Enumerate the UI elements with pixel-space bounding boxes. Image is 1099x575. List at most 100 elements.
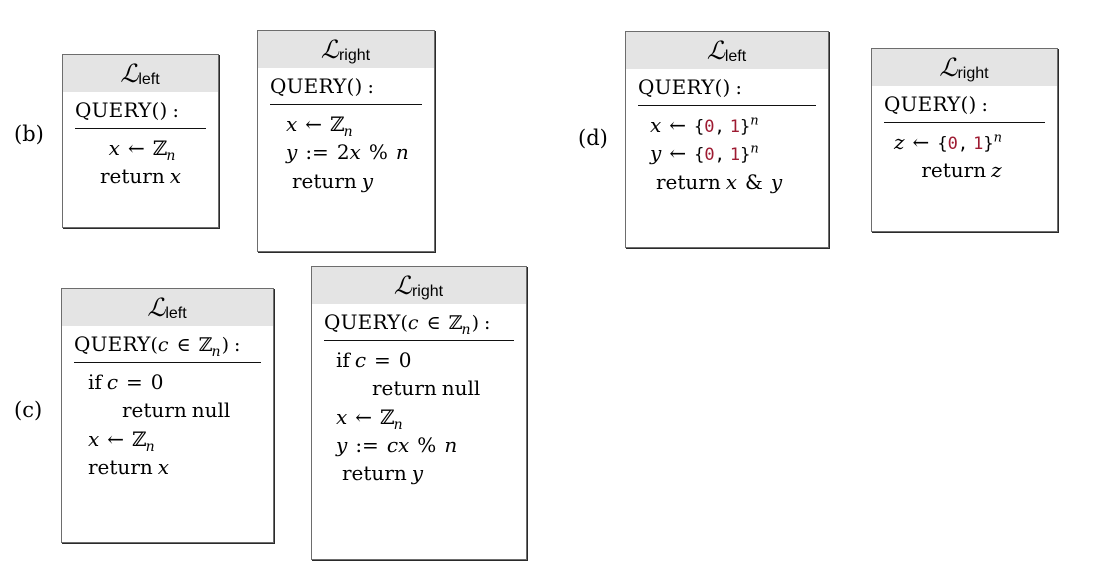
subscript-n: n xyxy=(461,321,471,338)
library-subscript: left xyxy=(138,71,160,88)
var-y: y xyxy=(361,168,374,193)
brace-open: { xyxy=(937,133,948,154)
figure-label-b: (b) xyxy=(14,122,44,146)
library-title-b-left: ℒleft xyxy=(63,55,218,92)
library-name: ℒleft xyxy=(706,36,747,65)
bit-one: 1 xyxy=(729,116,741,137)
equals-op: = xyxy=(374,347,391,372)
procedure-signature: QUERY(): xyxy=(884,92,1045,120)
var-x: x xyxy=(88,426,100,451)
script-l-glyph: ℒ xyxy=(320,35,339,64)
paren-close: ) xyxy=(221,334,229,356)
signature-rule xyxy=(75,127,206,129)
integers-mod-n: ℤ xyxy=(198,334,213,356)
var-x: x xyxy=(398,432,410,457)
return-keyword: return xyxy=(88,454,153,479)
library-name: ℒleft xyxy=(147,294,187,322)
subscript-n: n xyxy=(166,147,176,164)
code-line: x←ℤn xyxy=(75,134,206,164)
signature-rule xyxy=(74,361,261,363)
sample-arrow: ← xyxy=(669,112,687,137)
query-keyword: QUERY xyxy=(74,332,151,356)
library-name: ℒright xyxy=(393,271,444,300)
var-c: c xyxy=(106,369,119,394)
colon: : xyxy=(483,312,491,334)
element-of: ∈ xyxy=(426,312,441,334)
bit-one: 1 xyxy=(729,145,741,166)
library-subscript: right xyxy=(411,283,444,300)
brace-open: { xyxy=(694,145,705,166)
library-name: ℒright xyxy=(939,53,989,82)
paren-open: ( xyxy=(150,334,158,356)
if-keyword: if xyxy=(336,347,350,372)
library-title-b-right: ℒright xyxy=(258,31,434,68)
integers-mod-n: ℤ xyxy=(132,426,147,451)
var-y: y xyxy=(770,169,783,194)
empty-args: () xyxy=(714,75,731,99)
figure-label-d: (d) xyxy=(578,126,608,150)
var-z: z xyxy=(991,158,1002,183)
brace-close: } xyxy=(740,145,751,166)
return-keyword: return xyxy=(122,398,187,423)
query-keyword: QUERY xyxy=(270,74,347,98)
brace-close: } xyxy=(740,116,751,137)
zero-literal: 0 xyxy=(398,347,412,372)
brace-open: { xyxy=(694,116,705,137)
var-n: n xyxy=(395,140,409,165)
param-c: c xyxy=(157,334,169,356)
paren-close: ) xyxy=(471,312,479,334)
integers-mod-n: ℤ xyxy=(330,111,345,136)
zero-literal: 0 xyxy=(150,369,164,394)
signature-rule xyxy=(638,104,816,106)
comma: , xyxy=(714,145,725,166)
script-l-glyph: ℒ xyxy=(939,53,958,82)
sample-arrow: ← xyxy=(912,129,930,154)
return-keyword: return xyxy=(372,376,437,401)
var-c: c xyxy=(386,432,399,457)
colon: : xyxy=(981,94,988,116)
null-keyword: null xyxy=(441,376,481,401)
assign-op: := xyxy=(305,140,329,165)
paren-open: ( xyxy=(400,312,408,334)
return-keyword: return xyxy=(656,169,721,194)
var-x: x xyxy=(725,169,738,194)
element-of: ∈ xyxy=(176,334,191,356)
var-x: x xyxy=(336,404,348,429)
bit-one: 1 xyxy=(973,133,984,154)
exponent-n: n xyxy=(750,141,759,157)
exponent-n: n xyxy=(993,130,1002,146)
library-subscript: left xyxy=(165,305,187,322)
script-l-glyph: ℒ xyxy=(393,271,412,300)
colon: : xyxy=(735,77,742,99)
if-keyword: if xyxy=(88,369,102,394)
code-line: x←ℤn xyxy=(324,403,514,432)
library-title-d-right: ℒright xyxy=(872,49,1057,86)
procedure-signature: QUERY(): xyxy=(270,74,422,102)
code-line: z←{0,1}n xyxy=(884,128,1045,156)
var-y: y xyxy=(650,141,662,166)
code-line: x←ℤn xyxy=(270,110,422,139)
library-title-c-right: ℒright xyxy=(312,267,526,304)
code-line: x←{0,1}n xyxy=(638,111,816,139)
procedure-signature: QUERY(c∈ℤn): xyxy=(324,310,514,338)
bitwise-and-op: & xyxy=(745,169,763,194)
integers-mod-n: ℤ xyxy=(380,404,395,429)
sample-arrow: ← xyxy=(127,135,145,160)
script-l-glyph: ℒ xyxy=(706,36,725,65)
code-line: y←{0,1}n xyxy=(638,139,816,167)
bit-zero: 0 xyxy=(947,133,958,154)
figure-label-c: (c) xyxy=(14,398,43,422)
empty-args: () xyxy=(151,98,168,122)
